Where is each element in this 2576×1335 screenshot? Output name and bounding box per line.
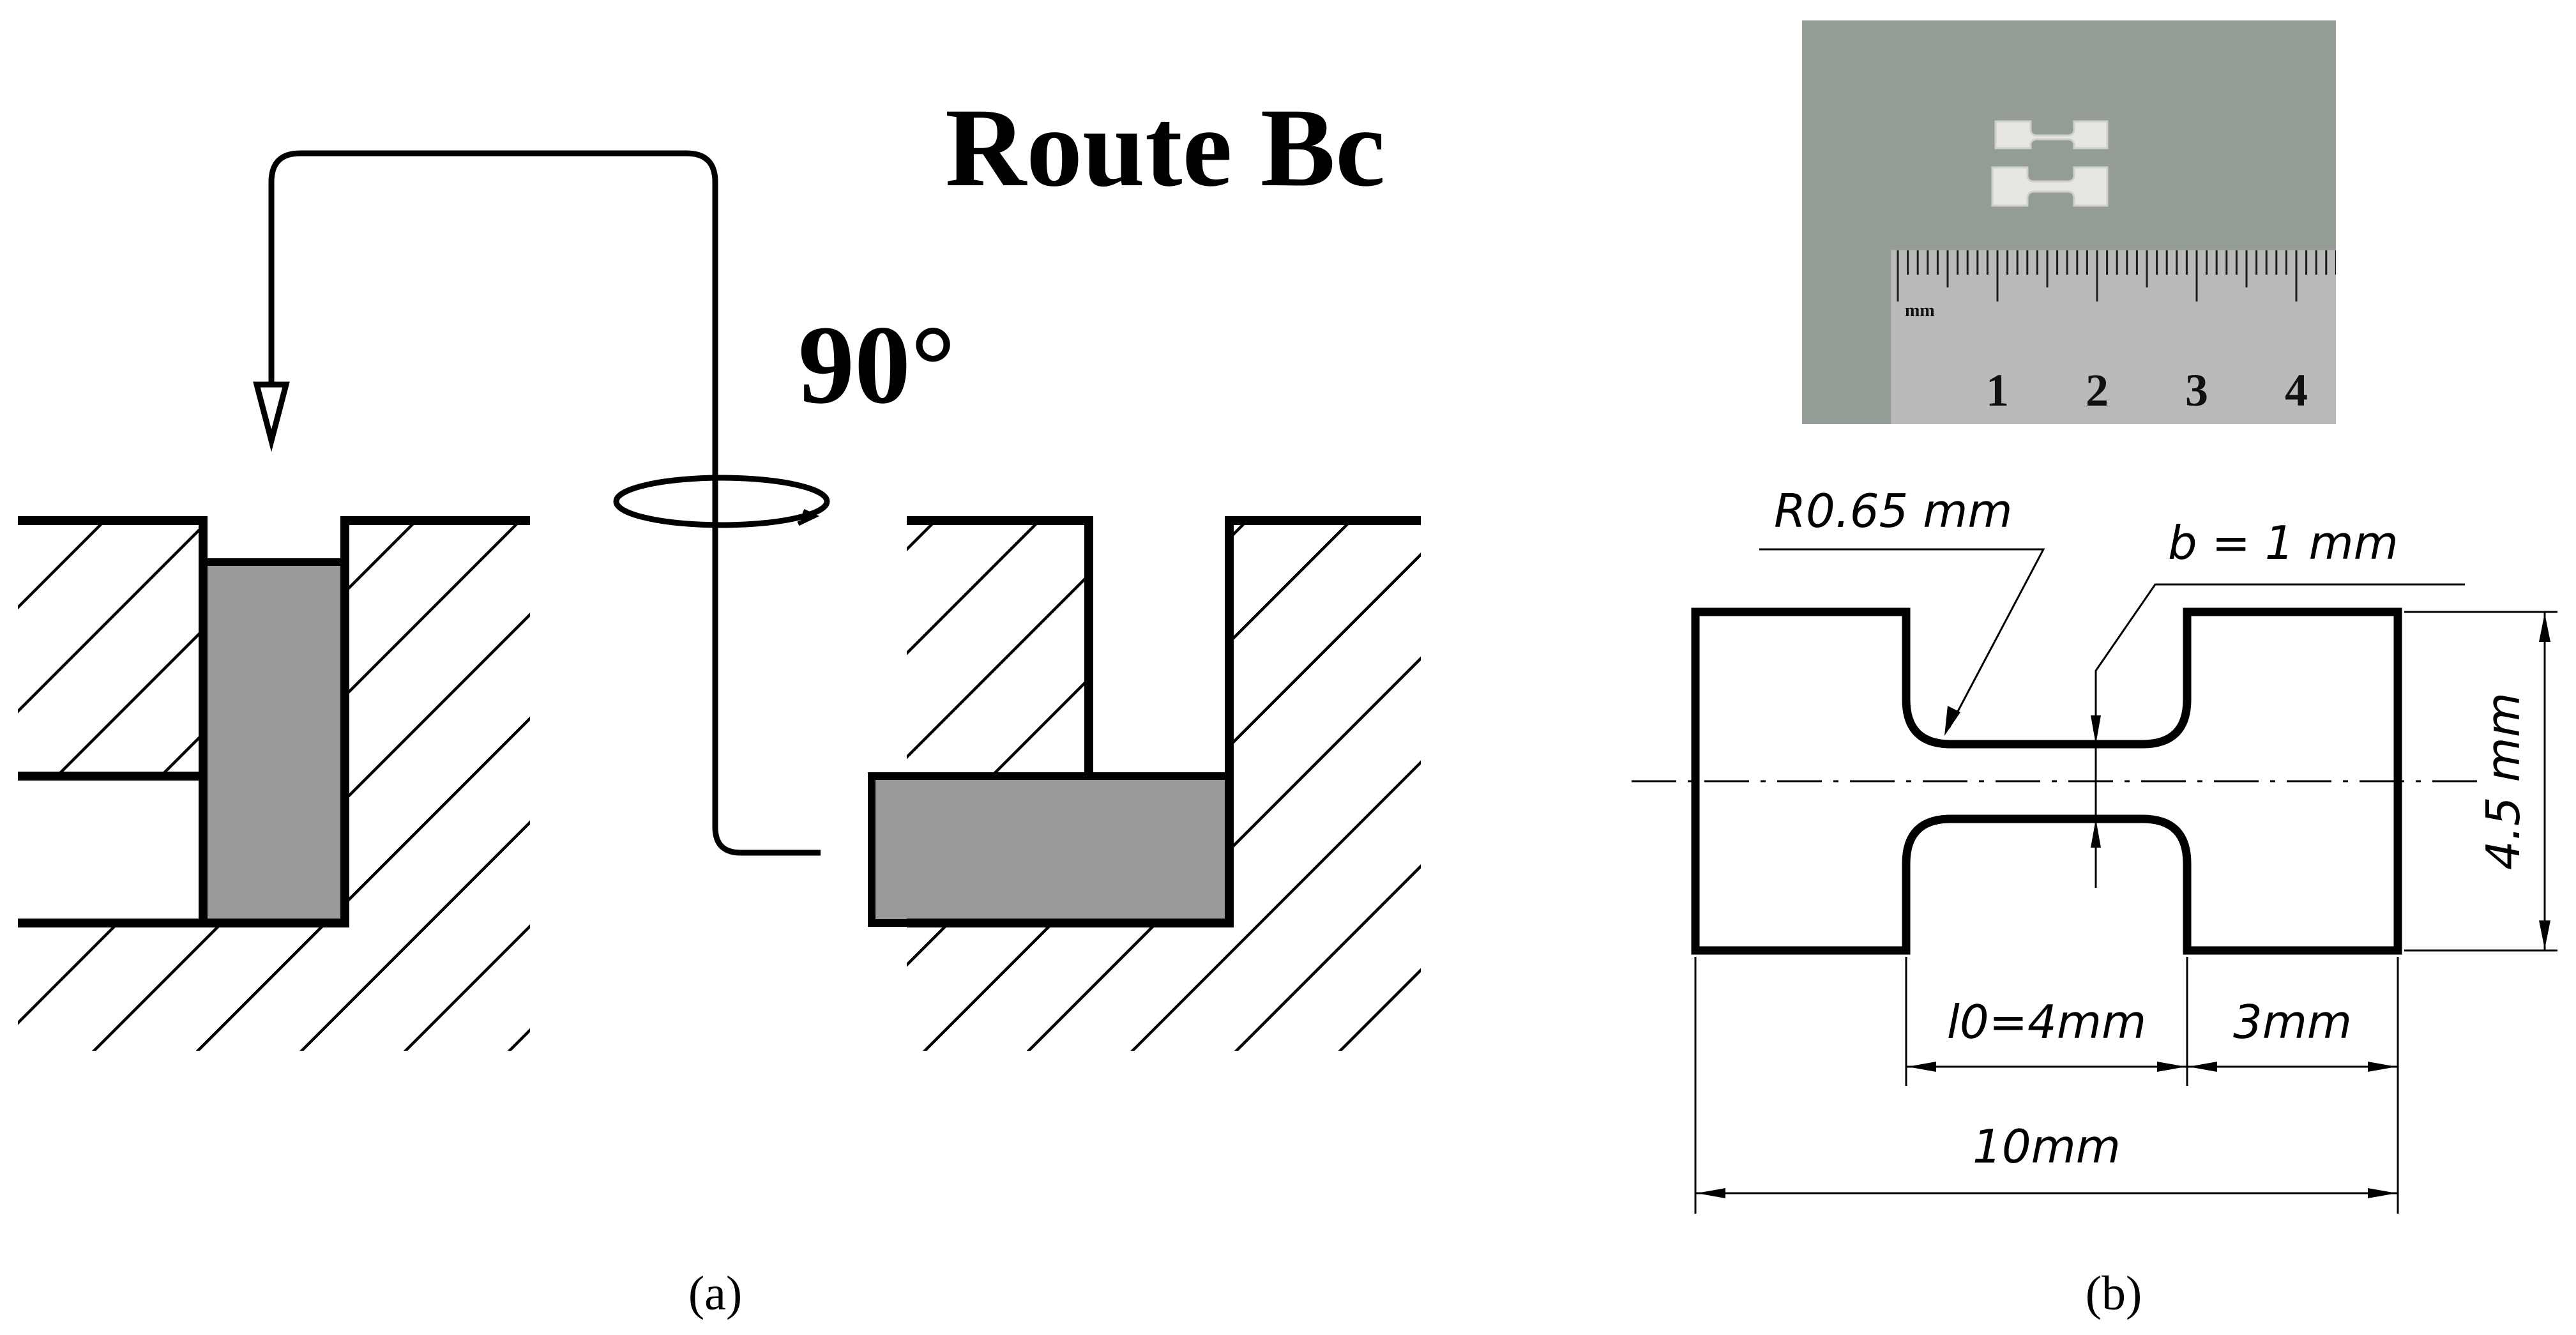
die-right	[868, 516, 1421, 1051]
ruler-number-2: 2	[2086, 365, 2109, 416]
die-right-upper-wall	[907, 521, 1089, 776]
arrow-head	[253, 381, 290, 452]
die-left-right-wall	[345, 521, 530, 923]
die-left	[18, 516, 530, 1051]
ruler-numbers: 1 2 3 4	[1986, 365, 2308, 416]
ruler-number-3: 3	[2185, 365, 2208, 416]
die-left-upper-wall	[18, 521, 203, 776]
ruler-unit-label: mm	[1905, 301, 1935, 321]
specimen-drawing: 4.5 mm b = 1 mm R0.65 mm l0=4mm	[1632, 484, 2557, 1214]
die-right-right-wall	[1229, 521, 1421, 923]
die-left-bottom	[18, 923, 530, 1051]
grip-length-label: 3mm	[2233, 995, 2352, 1049]
ruler	[1890, 249, 2336, 424]
specimen-photo: mm 1 2 3 4	[1802, 20, 2336, 424]
rotation-ellipse	[613, 475, 830, 528]
height-label: 4.5 mm	[2476, 692, 2530, 870]
die-right-bottom	[907, 923, 1421, 1051]
billet-vertical	[199, 558, 349, 927]
billet-horizontal	[868, 772, 1233, 927]
rotation-arrow	[253, 150, 830, 856]
specimen-outline	[1691, 607, 2402, 955]
specimen-2	[1991, 166, 2109, 207]
rotation-angle-label: 90°	[798, 303, 955, 427]
panel-a: Route Bc 90° (a)	[18, 86, 1421, 1320]
ruler-number-1: 1	[1986, 365, 2009, 416]
route-title: Route Bc	[945, 86, 1385, 210]
specimen-1	[1994, 120, 2109, 149]
ruler-ticks	[1897, 250, 2336, 301]
radius-label: R0.65 mm	[1774, 484, 2013, 538]
die-left-outline	[18, 516, 208, 923]
gauge-width-label: b = 1 mm	[2168, 516, 2398, 570]
caption-b: (b)	[2086, 1267, 2142, 1320]
ruler-number-4: 4	[2285, 365, 2308, 416]
caption-a: (a)	[688, 1267, 742, 1320]
panel-b: mm 1 2 3 4 4.5 mm b = 1 mm	[1632, 20, 2557, 1320]
gauge-length-label: l0=4mm	[1947, 995, 2146, 1049]
total-length-label: 10mm	[1973, 1120, 2121, 1173]
